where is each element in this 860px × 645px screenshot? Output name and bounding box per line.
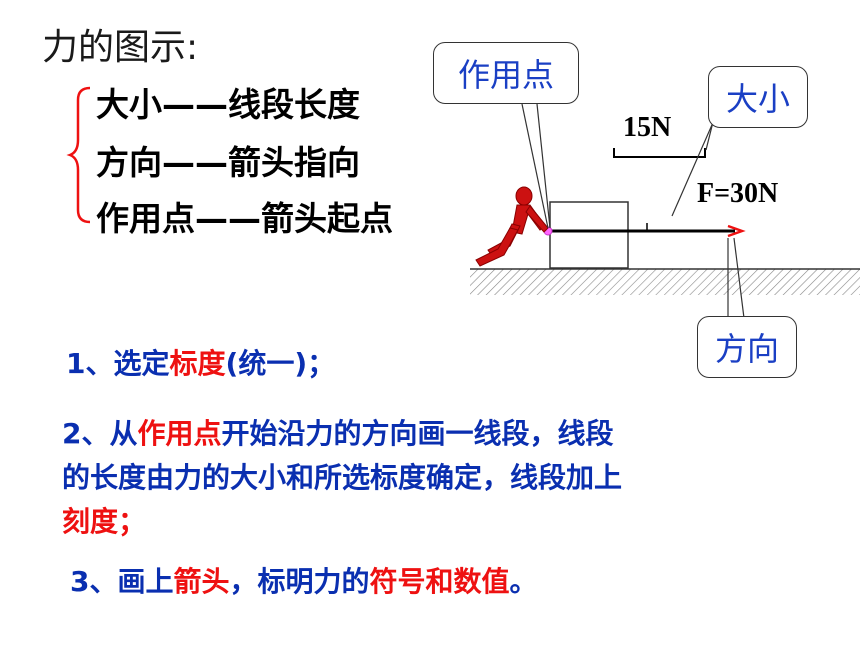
element-direction: 方向——箭头指向 — [96, 143, 360, 182]
element-size: 大小——线段长度 — [96, 85, 360, 124]
element-point: 作用点——箭头起点 — [96, 199, 393, 238]
step-2-line-1: 2、从作用点开始沿力的方向画一线段，线段 — [62, 417, 614, 450]
callout-point: 作用点 — [433, 42, 579, 104]
page-title: 力的图示: — [42, 27, 199, 68]
block — [549, 201, 629, 269]
step-1: 1、选定标度(统一)； — [66, 347, 336, 380]
callout-direction: 方向 — [697, 316, 797, 378]
step-3: 3、画上箭头，标明力的符号和数值。 — [70, 565, 538, 598]
callout-size: 大小 — [708, 66, 808, 128]
scale-label: 15N — [623, 112, 672, 143]
callout-pointer-point — [521, 103, 549, 229]
scale-bar — [613, 148, 706, 158]
step-2-line-2: 的长度由力的大小和所选标度确定，线段加上 — [62, 461, 623, 494]
force-label: F=30N — [697, 178, 779, 209]
ground-hatch — [470, 269, 860, 295]
arrow-head — [727, 224, 746, 238]
step-2-line-3: 刻度； — [62, 505, 147, 538]
pushing-person-icon — [475, 186, 549, 267]
